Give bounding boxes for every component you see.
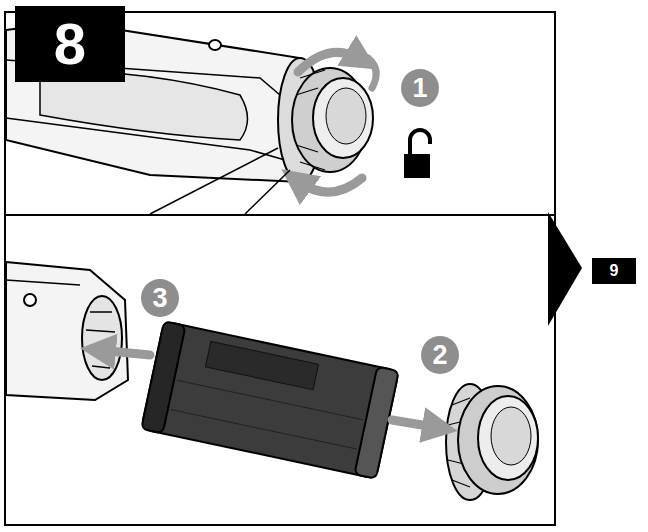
callout-number: 1 xyxy=(401,69,439,107)
motion-arrow xyxy=(98,350,440,428)
callout-number-text: 1 xyxy=(412,75,427,102)
rotate-arrow xyxy=(296,52,376,192)
step-number-text: 8 xyxy=(54,15,86,73)
callout-number: 2 xyxy=(421,336,459,374)
next-step-number-text: 9 xyxy=(610,263,619,279)
next-arrow xyxy=(548,212,582,326)
callout-number: 3 xyxy=(141,279,179,317)
unlock-icon xyxy=(404,130,430,178)
callout-number-text: 2 xyxy=(432,342,447,369)
zoom-leader xyxy=(150,148,290,214)
battery-cap xyxy=(446,384,538,500)
callout-number-text: 3 xyxy=(152,285,167,312)
step-number: 8 xyxy=(15,6,125,82)
device-body-bottom xyxy=(6,262,128,400)
panel-frame xyxy=(5,12,555,525)
next-step-number: 9 xyxy=(592,258,636,284)
battery xyxy=(141,321,399,478)
